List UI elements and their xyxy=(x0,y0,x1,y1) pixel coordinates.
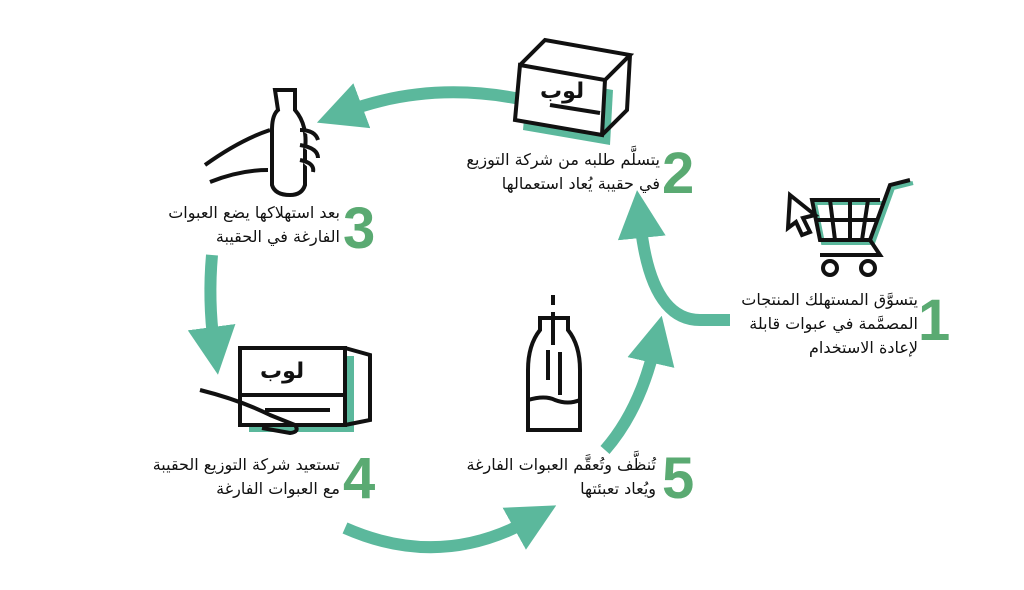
shopping-cart-icon xyxy=(785,178,914,277)
brand-label-bottom: لوب xyxy=(260,359,304,384)
bottle-refill-icon xyxy=(526,295,582,432)
brand-label-top: لوب xyxy=(540,79,584,104)
arrow-4-to-5 xyxy=(342,505,557,554)
arrow-5-to-1 xyxy=(600,315,675,454)
arrow-3-to-4 xyxy=(187,254,236,375)
box-icon: لوب xyxy=(512,37,635,145)
hand-box-icon: لوب xyxy=(199,346,372,436)
arrow-1-to-2 xyxy=(617,190,730,326)
arrow-2-to-3 xyxy=(316,83,527,129)
hand-bottle-icon xyxy=(203,88,320,198)
